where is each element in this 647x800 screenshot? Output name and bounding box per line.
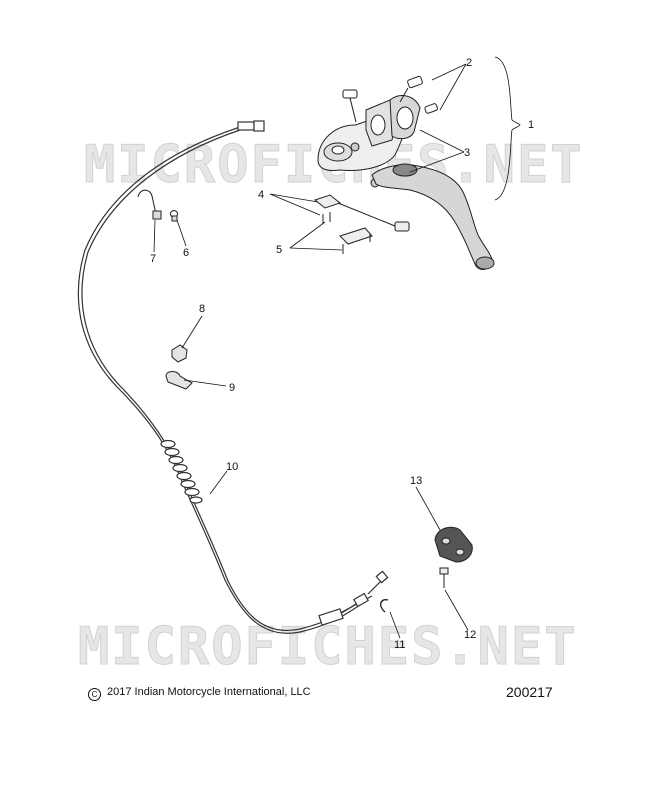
clutch-lever-assembly xyxy=(317,75,495,270)
mount-hardware xyxy=(165,344,193,390)
callout-5: 5 xyxy=(276,244,282,256)
callout-2: 2 xyxy=(466,57,472,69)
callout-9: 9 xyxy=(229,382,235,394)
copyright-notice: C 2017 Indian Motorcycle International, L… xyxy=(88,686,311,701)
copyright-icon: C xyxy=(88,688,101,701)
callout-3: 3 xyxy=(464,147,470,159)
cable-boot xyxy=(160,439,203,504)
clutch-cable xyxy=(77,120,389,634)
figure-number: 200217 xyxy=(506,684,553,700)
callout-8: 8 xyxy=(199,303,205,315)
pivot-bracket xyxy=(434,526,473,588)
circlip xyxy=(380,598,389,613)
callout-11: 11 xyxy=(394,639,405,651)
callout-1: 1 xyxy=(528,119,534,131)
callout-13: 13 xyxy=(410,475,422,487)
watermark-bottom: MICROFICHES.NET xyxy=(78,617,578,677)
copyright-text: 2017 Indian Motorcycle International, LL… xyxy=(107,686,311,698)
clutch-switch xyxy=(313,194,410,254)
callout-10: 10 xyxy=(226,461,238,473)
cable-clip xyxy=(137,189,178,222)
callout-6: 6 xyxy=(183,247,189,259)
callout-4: 4 xyxy=(258,189,264,201)
cable-lower-fitting xyxy=(318,570,389,626)
clamp-screws xyxy=(342,75,438,123)
callout-12: 12 xyxy=(464,629,476,641)
leader-lines xyxy=(153,56,521,639)
callout-7: 7 xyxy=(150,253,156,265)
